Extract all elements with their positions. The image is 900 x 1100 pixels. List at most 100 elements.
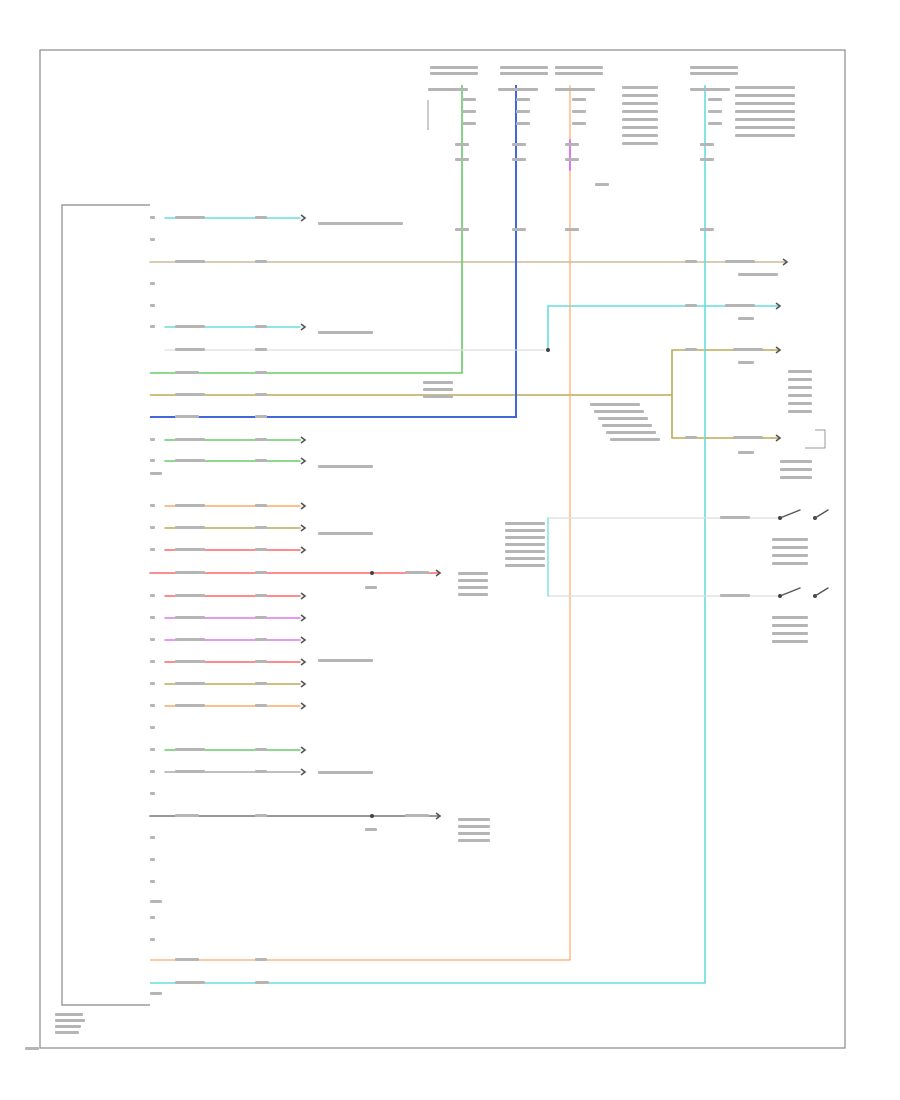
- component-label: [458, 586, 488, 589]
- wire-color-code: [455, 143, 469, 146]
- wire-color-code: [700, 158, 714, 161]
- wire-color-code: [175, 216, 205, 219]
- circuit-number: [255, 660, 267, 663]
- pin-number: [150, 325, 155, 328]
- system-label: [318, 222, 403, 225]
- fuse-label: [430, 72, 478, 75]
- component-label: [458, 579, 488, 582]
- diagram-border: [39, 49, 846, 1049]
- fuse-label: [708, 110, 722, 113]
- wire-lt-blu-wht: [150, 85, 706, 984]
- wire-grn: [150, 85, 463, 374]
- system-label: [318, 771, 373, 774]
- fuse-label: [462, 110, 476, 113]
- pin-number: [150, 282, 155, 285]
- fuse-label: [516, 98, 530, 101]
- wire-color-code: [733, 348, 763, 351]
- component-label: [505, 529, 545, 532]
- wire-color-code: [175, 393, 205, 396]
- wire-color-code: [175, 438, 205, 441]
- wire-org: [150, 85, 571, 961]
- circuit-number: [255, 704, 267, 707]
- wire-color-code: [175, 704, 205, 707]
- circuit-number: [255, 415, 267, 418]
- circuit-number: [255, 325, 267, 328]
- fuse-label: [622, 134, 658, 137]
- wire-color-code: [512, 158, 526, 161]
- module-bracket: [61, 204, 150, 1006]
- pin-label: [738, 361, 754, 364]
- fuse-label: [555, 88, 595, 91]
- wire-color-code: [175, 616, 205, 619]
- switch-contact-icon: [778, 594, 782, 598]
- wire-color-code: [175, 459, 205, 462]
- pin-number: [150, 616, 155, 619]
- fuse-label: [498, 88, 538, 91]
- component-label: [772, 616, 808, 619]
- wire-color-code: [700, 143, 714, 146]
- wire-color-code: [565, 158, 579, 161]
- fuse-label: [462, 98, 476, 101]
- component-label: [780, 460, 812, 463]
- component-label: [602, 424, 652, 427]
- circuit-number: [255, 571, 267, 574]
- circuit-number: [255, 371, 267, 374]
- splice-dot-icon: [546, 348, 550, 352]
- connector-arrow-icon: [300, 524, 307, 532]
- connector-arrow-icon: [435, 812, 442, 820]
- component-label: [788, 402, 812, 405]
- fuse-label: [735, 134, 795, 137]
- fuse-label: [428, 88, 468, 91]
- component-label: [458, 839, 490, 842]
- wire-color-code: [405, 814, 429, 817]
- pin-label: [738, 273, 778, 276]
- circuit-number: [255, 814, 267, 817]
- component-label: [505, 536, 545, 539]
- component-label: [423, 395, 453, 398]
- fuse-label: [572, 110, 586, 113]
- connector-arrow-icon: [300, 702, 307, 710]
- connector-arrow-icon: [300, 436, 307, 444]
- module-label: [55, 1019, 85, 1022]
- component-label: [788, 378, 812, 381]
- circuit-number: [255, 459, 267, 462]
- wire-color-code: [175, 260, 205, 263]
- fuse-label: [622, 126, 658, 129]
- wire-color-code: [175, 548, 205, 551]
- component-label: [772, 538, 808, 541]
- circuit-number: [255, 616, 267, 619]
- wire-color-code: [725, 304, 755, 307]
- pin-number: [150, 216, 155, 219]
- fuse-label: [622, 102, 658, 105]
- wire-color-code: [175, 594, 205, 597]
- circuit-number: [685, 348, 697, 351]
- fuse-label: [500, 66, 548, 69]
- fuse-label: [708, 98, 722, 101]
- pin-number: [150, 594, 155, 597]
- wire-color-code: [700, 228, 714, 231]
- pin-number: [150, 938, 155, 941]
- fuse-label: [735, 126, 795, 129]
- circuit-number: [255, 438, 267, 441]
- connector-arrow-icon: [775, 434, 782, 442]
- connector-arrow-icon: [300, 457, 307, 465]
- wire-color-code: [565, 228, 579, 231]
- component-label: [458, 825, 490, 828]
- component-label: [423, 381, 453, 384]
- component-label: [458, 832, 490, 835]
- wire-color-code: [175, 958, 199, 961]
- component-label: [788, 386, 812, 389]
- wire-color-code: [455, 158, 469, 161]
- component-label: [788, 394, 812, 397]
- connector-arrow-icon: [775, 346, 782, 354]
- pin-number: [150, 726, 155, 729]
- pin-number: [150, 836, 155, 839]
- connector-arrow-icon: [300, 614, 307, 622]
- connector-arrow-icon: [300, 214, 307, 222]
- pin-number: [150, 704, 155, 707]
- wire-color-code: [733, 436, 763, 439]
- component-label: [598, 417, 648, 420]
- component-label: [458, 572, 488, 575]
- wire-lt-blu: [547, 305, 780, 350]
